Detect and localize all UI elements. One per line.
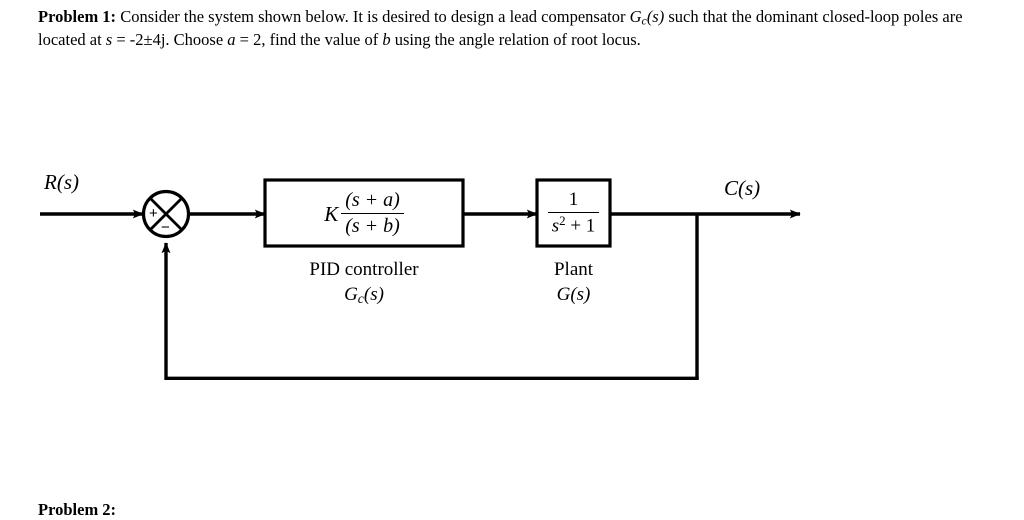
plant-denominator-tail: + 1 xyxy=(565,215,596,237)
plant-fraction: 1 s2 + 1 xyxy=(547,189,600,237)
plant-denominator-exponent: 2 xyxy=(559,212,566,228)
parameter-a-value: = 2, find the value of xyxy=(235,29,383,49)
problem-number: Problem 1: xyxy=(38,7,117,26)
compensator-symbol-arg: (s) xyxy=(646,7,665,26)
plant-caption: Plant G(s) xyxy=(512,259,635,306)
controller-transfer-function: K (s + a) (s + b) xyxy=(265,180,463,246)
problem-text-1: Consider the system shown below. It is d… xyxy=(116,7,630,26)
controller-caption-symbol: Gc(s) xyxy=(265,284,463,307)
parameter-b: b xyxy=(382,29,391,49)
compensator-symbol: G xyxy=(629,7,642,26)
output-label-cs: C(s) xyxy=(724,176,761,200)
controller-caption-symbol-subscript: c xyxy=(357,291,364,306)
pole-variable: s xyxy=(105,29,113,49)
plant-numerator: 1 xyxy=(568,189,579,211)
problem-text-2: such that the dominant closed-loop poles… xyxy=(38,7,963,49)
plant-caption-title: Plant xyxy=(553,259,594,280)
plant-transfer-function: 1 s2 + 1 xyxy=(537,180,610,246)
compensator-symbol-subscript: c xyxy=(641,13,647,28)
pole-value: = -2±4j. Choose xyxy=(112,29,228,49)
problem-text-3: using the angle relation of root locus. xyxy=(390,29,641,49)
controller-caption-title: PID controller xyxy=(309,259,419,280)
next-problem-heading: Problem 2: xyxy=(38,500,117,519)
controller-fraction: (s + a) (s + b) xyxy=(341,189,404,237)
controller-denominator: (s + b) xyxy=(341,212,404,237)
plant-denominator: s2 + 1 xyxy=(547,211,600,237)
summing-junction-plus-sign: + xyxy=(149,205,158,222)
problem-statement: Problem 1: Consider the system shown bel… xyxy=(38,6,1010,52)
input-label-rs: R(s) xyxy=(44,170,79,194)
controller-numerator: (s + a) xyxy=(345,189,400,212)
summing-junction-minus-sign: − xyxy=(161,219,170,236)
controller-caption-symbol-main: G xyxy=(344,284,358,305)
parameter-a: a xyxy=(227,29,236,49)
plant-caption-symbol: G(s) xyxy=(556,284,591,305)
controller-gain-k: K xyxy=(324,201,339,226)
plant-block-outline xyxy=(535,178,612,248)
controller-caption-symbol-arg: (s) xyxy=(363,284,384,305)
summing-junction-symbol xyxy=(141,189,191,239)
controller-caption: PID controller Gc(s) xyxy=(265,259,463,307)
plant-denominator-base: s xyxy=(551,215,560,237)
